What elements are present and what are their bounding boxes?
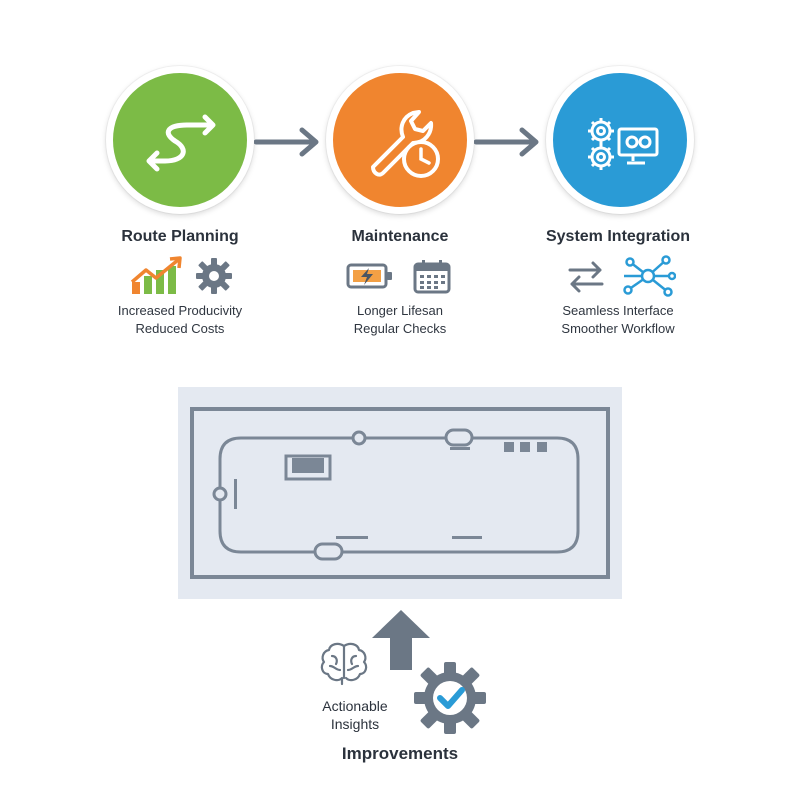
- growth-chart-icon: [130, 256, 182, 294]
- improvements-label: Improvements: [341, 744, 459, 763]
- actionable-insights-label-line1: Actionable: [322, 698, 388, 714]
- wrench-clock-icon: [371, 110, 440, 178]
- route-planning-benefit-2: Reduced Costs: [135, 321, 225, 336]
- system-integration-benefit-1: Seamless Interface: [562, 303, 674, 318]
- maintenance-benefit-2: Regular Checks: [353, 321, 447, 336]
- gear-check-icon: [414, 662, 486, 734]
- right-arrow-icon: [254, 127, 319, 157]
- system-integration-benefit-2: Smoother Workflow: [561, 321, 675, 336]
- route-layout-diagram: [190, 407, 610, 579]
- up-arrow-icon: [372, 610, 430, 670]
- route-planning-circle: [106, 66, 254, 214]
- route-planning-benefit-1: Increased Producivity: [117, 303, 243, 318]
- brain-icon: [320, 642, 368, 686]
- gears-monitor-icon: [588, 118, 659, 170]
- stage-title-maintenance: Maintenance: [351, 228, 449, 245]
- actionable-insights-label-line2: Insights: [330, 716, 380, 732]
- calendar-icon: [413, 260, 451, 294]
- stage-title-system-integration: System Integration: [545, 228, 691, 245]
- gear-icon: [196, 258, 232, 294]
- battery-charging-icon: [346, 263, 392, 289]
- network-nodes-icon: [623, 255, 676, 297]
- exchange-arrows-icon: [568, 261, 604, 293]
- route-layout-panel: [178, 387, 622, 599]
- route-s-arrow-icon: [146, 114, 216, 172]
- right-arrow-icon: [474, 127, 539, 157]
- stage-title-route-planning: Route Planning: [121, 228, 239, 245]
- maintenance-benefit-1: Longer Lifesan: [356, 303, 443, 318]
- maintenance-circle: [326, 66, 474, 214]
- system-integration-circle: [546, 66, 694, 214]
